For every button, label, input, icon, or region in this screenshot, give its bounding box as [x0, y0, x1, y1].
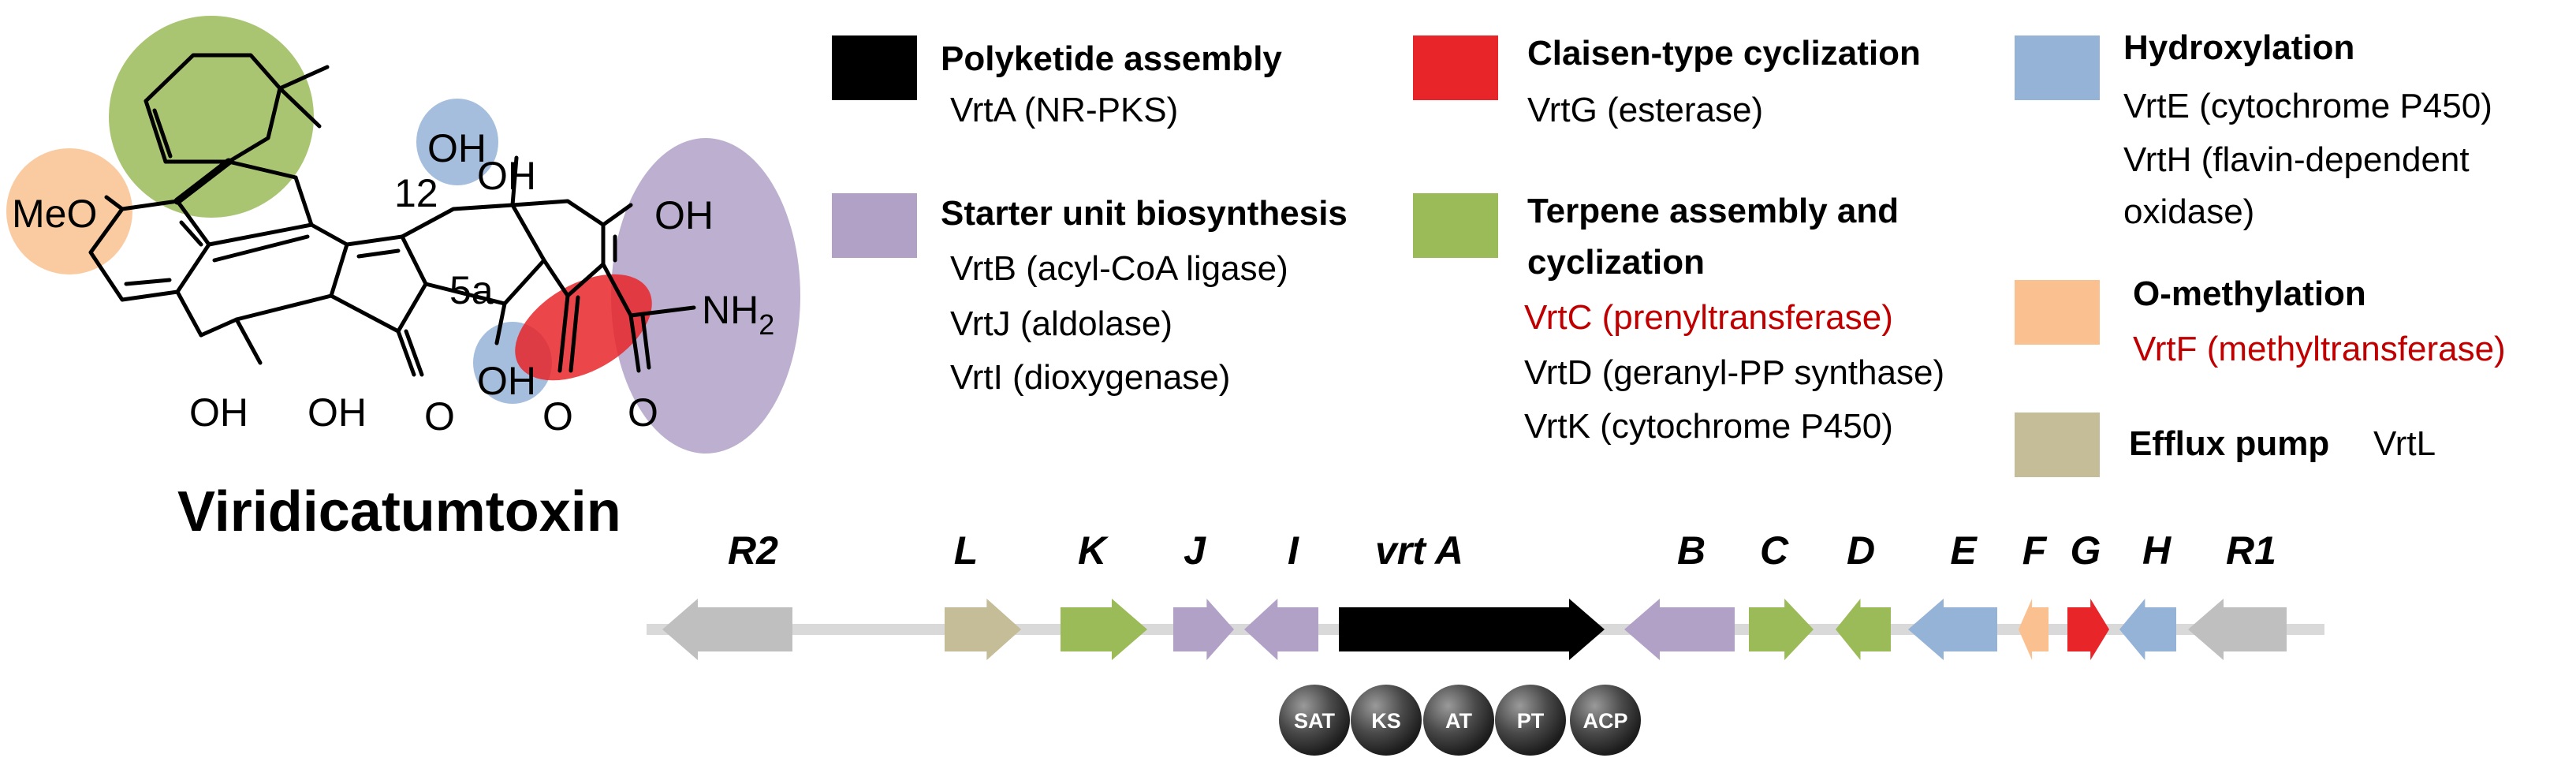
- legend-title-claisen: Claisen-type cyclization: [1527, 34, 1921, 73]
- legend-title-terpene-line1: Terpene assembly and: [1527, 192, 1899, 230]
- pks-domain-label-at: AT: [1445, 709, 1472, 733]
- gene-label-c: C: [1760, 528, 1789, 573]
- gene-label-j: J: [1184, 528, 1206, 573]
- legend-title-terpene-line2: cyclization: [1527, 243, 1705, 282]
- gene-label-b: B: [1677, 528, 1706, 573]
- gene-label-e: E: [1950, 528, 1978, 573]
- gene-arrow-e: [1908, 599, 1997, 660]
- legend-swatch-starter: [832, 193, 917, 258]
- legend-enzyme-vrtj: VrtJ (aldolase): [950, 304, 1173, 343]
- meo-label: MeO: [12, 192, 97, 236]
- ketone-o-label-a: O: [424, 394, 455, 439]
- gene-label-r2: R2: [728, 528, 778, 573]
- legend-enzyme-vrtc: VrtC (prenyltransferase): [1524, 298, 1893, 337]
- gene-label-l: L: [954, 528, 979, 573]
- c12-oh-label: OH: [427, 126, 486, 170]
- gene-label-g: G: [2071, 528, 2101, 573]
- gene-arrow-r2: [662, 599, 792, 660]
- legend-enzyme-vrta: VrtA (NR-PKS): [950, 91, 1179, 129]
- pks-domain-acp: [1570, 685, 1641, 756]
- pks-domain-sat: [1279, 685, 1350, 756]
- oh-label-b: OH: [308, 390, 367, 435]
- gene-arrow-r1: [2188, 599, 2287, 660]
- gene-arrow-d: [1836, 599, 1891, 660]
- gene-arrow-k: [1061, 599, 1147, 660]
- oh-label-a: OH: [189, 390, 248, 435]
- bond-skeleton: [88, 53, 696, 377]
- methylation-highlight: [6, 148, 132, 274]
- gene-arrow-c: [1749, 599, 1814, 660]
- legend-swatch-polyketide: [832, 35, 917, 100]
- gene-arrow-l: [945, 599, 1021, 660]
- gene-arrow-vrta: [1339, 599, 1605, 660]
- legend-swatch-terpene: [1413, 193, 1498, 258]
- gene-arrow-j: [1173, 599, 1234, 660]
- gene-label-h: H: [2142, 528, 2172, 573]
- gene-arrow-g: [2067, 599, 2109, 660]
- pks-domain-label-ks: KS: [1371, 709, 1401, 733]
- c5a-position-label: 5a: [449, 268, 494, 312]
- gene-label-i: I: [1288, 528, 1299, 573]
- pks-domain-at: [1423, 685, 1494, 756]
- c12-position-label: 12: [394, 171, 438, 215]
- ketone-o-label-b: O: [542, 394, 573, 439]
- claisen-highlight: [515, 274, 652, 381]
- legend-enzyme-vrth-cont: oxidase): [2123, 192, 2255, 231]
- starter-highlight: [611, 138, 800, 454]
- legend-title-efflux: Efflux pump: [2129, 424, 2330, 463]
- legend-enzyme-vrtb: VrtB (acyl-CoA ligase): [950, 249, 1288, 288]
- pks-domain-label-acp: ACP: [1583, 709, 1627, 733]
- gene-arrow-h: [2119, 599, 2176, 660]
- gene-label-r1: R1: [2226, 528, 2276, 573]
- legend-title-hydroxylation: Hydroxylation: [2123, 28, 2355, 67]
- legend-enzyme-vrte: VrtE (cytochrome P450): [2123, 87, 2492, 125]
- enol-oh-label: OH: [654, 193, 714, 237]
- legend-enzyme-vrtg: VrtG (esterase): [1527, 91, 1764, 129]
- legend-title-polyketide: Polyketide assembly: [941, 39, 1282, 78]
- gene-label-d: D: [1847, 528, 1875, 573]
- pks-domain-pt: [1495, 685, 1566, 756]
- legend-enzyme-vrtd: VrtD (geranyl-PP synthase): [1524, 353, 1945, 392]
- gene-label-k: K: [1078, 528, 1109, 573]
- compound-name: Viridicatumtoxin: [177, 480, 621, 543]
- legend-swatch-claisen: [1413, 35, 1498, 100]
- c12a-oh-label: OH: [477, 154, 536, 198]
- pks-domain-label-pt: PT: [1517, 709, 1545, 733]
- pks-domain-ks: [1351, 685, 1422, 756]
- legend-swatch-efflux: [2015, 412, 2100, 477]
- amide-o-label: O: [628, 390, 658, 435]
- legend-enzyme-vrtl: VrtL: [2373, 424, 2436, 463]
- gene-label-f: F: [2022, 528, 2048, 573]
- legend-title-methylation: O-methylation: [2133, 274, 2366, 313]
- legend-enzyme-vrti: VrtI (dioxygenase): [950, 358, 1231, 397]
- legend-enzyme-vrtf: VrtF (methyltransferase): [2133, 330, 2506, 368]
- gene-arrow-i: [1244, 599, 1318, 660]
- gene-arrow-f: [2019, 599, 2048, 660]
- viridicatumtoxin-structure: MeO OH OH OH OH OH OH NH2 12 5a O O O: [6, 16, 800, 454]
- pks-domain-label-sat: SAT: [1294, 709, 1336, 733]
- gene-label-vrta: vrt A: [1375, 528, 1463, 573]
- legend-title-starter: Starter unit biosynthesis: [941, 194, 1348, 233]
- gene-arrow-b: [1624, 599, 1735, 660]
- legend-swatch-hydroxylation: [2015, 35, 2100, 100]
- legend-enzyme-vrtk: VrtK (cytochrome P450): [1524, 407, 1893, 446]
- legend-enzyme-vrth: VrtH (flavin-dependent: [2123, 140, 2470, 179]
- nh2-label: NH2: [702, 288, 774, 341]
- legend-swatch-methylation: [2015, 280, 2100, 345]
- c5a-oh-label: OH: [477, 359, 536, 403]
- hydroxylation-highlight-c12: [416, 99, 498, 185]
